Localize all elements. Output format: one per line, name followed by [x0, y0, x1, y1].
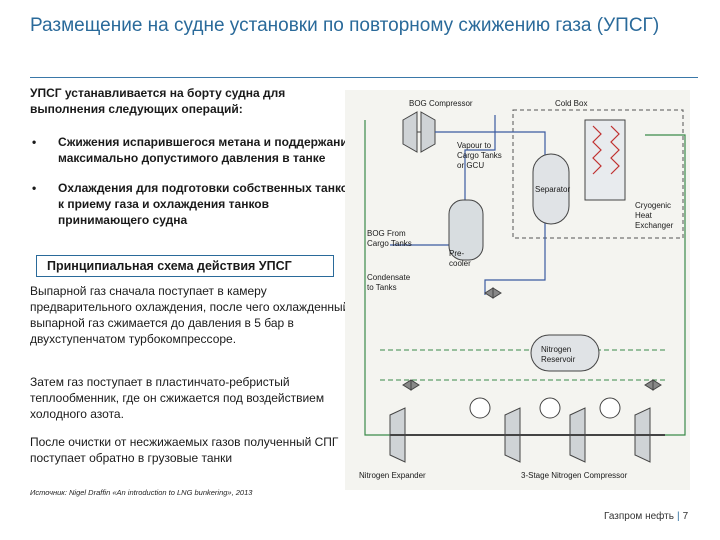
- label-vapour-2: Cargo Tanks: [457, 151, 502, 160]
- footer-separator: |: [676, 511, 680, 522]
- cold-box-outline: [512, 109, 684, 239]
- source-note: Источник: Nigel Draffin «An introduction…: [30, 488, 253, 497]
- label-bog-from-2: Cargo Tanks: [367, 239, 412, 248]
- label-precooler-2: cooler: [449, 259, 471, 268]
- label-separator: Separator: [535, 185, 570, 194]
- label-nitrogen-expander: Nitrogen Expander: [359, 471, 426, 480]
- footer: Газпром нефть|7: [604, 511, 688, 522]
- label-bog-from-1: BOG From: [367, 229, 406, 238]
- label-cryogenic-2: Heat: [635, 211, 653, 220]
- label-vapour-1: Vapour to: [457, 141, 492, 150]
- process-diagram-svg: BOG Compressor Cold Box Vapour to Cargo …: [345, 90, 690, 490]
- label-bog-compressor: BOG Compressor: [409, 99, 473, 108]
- bullet-marker: •: [32, 135, 37, 149]
- intercooler-1-icon: [469, 397, 491, 419]
- process-diagram: BOG Compressor Cold Box Vapour to Cargo …: [345, 90, 690, 490]
- cryogenic-heat-exchanger: [584, 119, 626, 201]
- page-number: 7: [682, 511, 689, 522]
- label-cold-box: Cold Box: [555, 99, 587, 108]
- paragraph-heat-exchanger: Затем газ поступает в пластинчато-ребрис…: [30, 375, 325, 421]
- list-item-text: Охлаждения для подготовки собственных та…: [58, 181, 356, 227]
- label-condensate-2: to Tanks: [367, 283, 397, 292]
- label-nitrogen-2: Reservoir: [541, 355, 576, 364]
- paragraph-precooling: Выпарной газ сначала поступает в камеру …: [30, 284, 350, 346]
- intro-text: УПСГ устанавливается на борту судна для …: [30, 86, 286, 116]
- page-title: Размещение на судне установки по повторн…: [30, 15, 660, 36]
- valve-icon: [402, 379, 420, 391]
- bullet-marker: •: [32, 181, 37, 195]
- valve-icon: [644, 379, 662, 391]
- title-divider: [30, 77, 698, 78]
- label-nitrogen-1: Nitrogen: [541, 345, 571, 354]
- precooler-vessel: [448, 199, 484, 261]
- label-precooler-1: Pre-: [449, 249, 464, 258]
- label-vapour-3: or GCU: [457, 161, 484, 170]
- bog-compressor-stage2: [420, 111, 436, 153]
- valve-icon: [484, 287, 502, 299]
- label-stage-compressor: 3-Stage Nitrogen Compressor: [521, 471, 628, 480]
- label-condensate-1: Condensate: [367, 273, 411, 282]
- scheme-heading: Принципиальная схема действия УПСГ: [36, 255, 334, 277]
- intercooler-3-icon: [599, 397, 621, 419]
- nitrogen-reservoir: [530, 334, 600, 372]
- separator-vessel: [532, 153, 570, 225]
- operations-list: • Сжижения испарившегося метана и поддер…: [30, 134, 360, 242]
- vapour-line: [435, 131, 546, 160]
- condensate-line: [484, 220, 546, 295]
- bog-compressor-stage1: [402, 111, 418, 153]
- footer-company: Газпром нефть: [604, 511, 674, 522]
- heat-exchanger-coils: [592, 125, 620, 175]
- label-cryogenic-3: Exchanger: [635, 221, 674, 230]
- nitrogen-loop-line: [364, 120, 686, 436]
- list-item: • Сжижения испарившегося метана и поддер…: [30, 134, 360, 166]
- paragraph-lng-return: После очистки от несжижаемых газов получ…: [30, 435, 339, 465]
- bog-line: [390, 115, 496, 246]
- list-item: • Охлаждения для подготовки собственных …: [30, 180, 360, 228]
- intercooler-2-icon: [539, 397, 561, 419]
- label-cryogenic-1: Cryogenic: [635, 201, 671, 210]
- list-item-text: Сжижения испарившегося метана и поддержа…: [58, 135, 355, 165]
